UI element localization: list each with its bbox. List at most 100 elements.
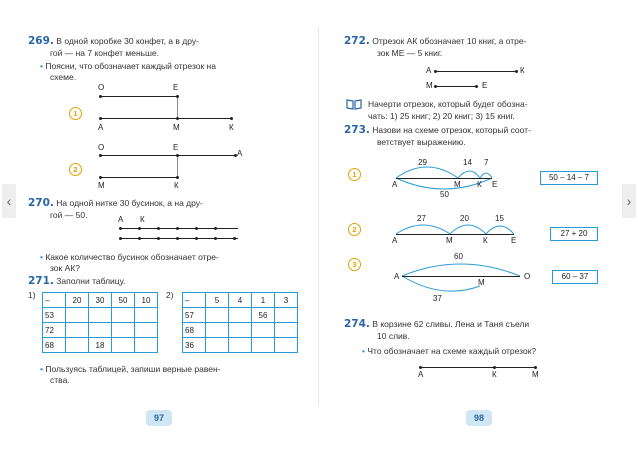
- table-1-label: 1): [28, 290, 36, 300]
- dot-m: [176, 117, 179, 120]
- point-k: К: [229, 123, 234, 132]
- table-cell[interactable]: [228, 337, 252, 353]
- dot-a: [234, 154, 237, 157]
- diagram-2-circle: 2: [69, 163, 82, 176]
- page-number-right: 98: [466, 410, 492, 426]
- table-cell[interactable]: 3: [274, 292, 298, 308]
- next-page-button[interactable]: ›: [622, 184, 636, 218]
- table-cell[interactable]: 1: [251, 292, 275, 308]
- point-m: М: [532, 370, 539, 379]
- bead: [176, 237, 179, 240]
- task-273-number: 273.: [344, 124, 370, 136]
- table-cell[interactable]: 10: [134, 292, 158, 308]
- task-273-text-1: Назови на схеме отрезок, который соот-: [372, 125, 531, 135]
- point-a: А: [392, 180, 398, 189]
- point-o: О: [98, 143, 105, 152]
- table-cell[interactable]: [134, 322, 158, 338]
- segment-oe: [100, 96, 178, 97]
- label-15: 15: [495, 214, 504, 223]
- table-cell[interactable]: [111, 322, 135, 338]
- task-272-text-2: зок МЕ — 5 книг.: [377, 48, 443, 58]
- bullet-icon: •: [40, 252, 43, 262]
- table-cell[interactable]: [251, 322, 275, 338]
- thread-1: [120, 228, 238, 229]
- dot-k: [515, 70, 518, 73]
- table-cell[interactable]: 68: [42, 337, 66, 353]
- point-m: М: [454, 180, 461, 189]
- table-cell[interactable]: [65, 337, 89, 353]
- dot-a: [419, 366, 422, 369]
- expression-box-3: 60 – 37: [552, 270, 598, 284]
- dot-k: [176, 176, 179, 179]
- point-e: Е: [492, 180, 498, 189]
- table-cell[interactable]: 4: [228, 292, 252, 308]
- table-cell[interactable]: –: [42, 292, 66, 308]
- table-row: 36: [182, 337, 298, 353]
- table-cell[interactable]: [228, 322, 252, 338]
- table-cell[interactable]: [274, 307, 298, 323]
- point-a: А: [392, 236, 398, 245]
- dot-o: [99, 95, 102, 98]
- table-cell[interactable]: 72: [42, 322, 66, 338]
- bead: [138, 237, 141, 240]
- dashed-link: [177, 156, 178, 177]
- point-e: Е: [173, 83, 179, 92]
- expression-box-1: 50 – 14 – 7: [540, 171, 598, 185]
- table-cell[interactable]: [111, 337, 135, 353]
- table-cell[interactable]: 5: [205, 292, 229, 308]
- point-k: К: [483, 236, 488, 245]
- table-cell[interactable]: 18: [88, 337, 112, 353]
- dashed-link: [177, 97, 178, 118]
- dot-e: [475, 85, 478, 88]
- table-cell[interactable]: 56: [251, 307, 275, 323]
- table-cell[interactable]: [88, 307, 112, 323]
- table-cell[interactable]: [134, 307, 158, 323]
- table-cell[interactable]: [274, 322, 298, 338]
- task-269-question-1: Поясни, что обозначает каждый отрезок на: [45, 61, 216, 71]
- table-cell[interactable]: –: [182, 292, 206, 308]
- table-cell[interactable]: [251, 337, 275, 353]
- point-m: М: [446, 236, 453, 245]
- task-274-question: Что обозначает на схеме каждый отрезок?: [367, 346, 537, 356]
- dot-k: [230, 117, 233, 120]
- label-50: 50: [440, 190, 449, 199]
- label-27: 27: [417, 214, 426, 223]
- table-cell[interactable]: [205, 337, 229, 353]
- table-cell[interactable]: 20: [65, 292, 89, 308]
- table-cell[interactable]: 30: [88, 292, 112, 308]
- table-cell[interactable]: 50: [111, 292, 135, 308]
- dot-a: [434, 70, 437, 73]
- diagram-1-circle: 1: [69, 107, 82, 120]
- task-270-text-2: гой — 50.: [50, 210, 88, 220]
- bullet-icon: •: [362, 346, 365, 356]
- point-a: А: [98, 123, 104, 132]
- task-271-line-1: 271. Заполни таблицу.: [28, 276, 125, 287]
- table-cell[interactable]: [274, 337, 298, 353]
- label-29: 29: [418, 158, 427, 167]
- dot-e: [176, 95, 179, 98]
- table-cell[interactable]: [65, 307, 89, 323]
- task-274-text-1: В корзине 62 сливы. Лена и Таня съели: [372, 319, 530, 329]
- table-cell[interactable]: 53: [42, 307, 66, 323]
- table-cell[interactable]: 68: [182, 322, 206, 338]
- bead: [233, 237, 236, 240]
- table-cell[interactable]: [228, 307, 252, 323]
- table-cell[interactable]: [205, 322, 229, 338]
- table-cell[interactable]: 57: [182, 307, 206, 323]
- table-row: 53: [42, 307, 158, 323]
- bead: [195, 227, 198, 230]
- table-cell[interactable]: 36: [182, 337, 206, 353]
- table-cell[interactable]: [65, 322, 89, 338]
- point-e: Е: [511, 236, 517, 245]
- prev-page-button[interactable]: ‹: [2, 184, 16, 218]
- task-274-bullet: • Что обозначает на схеме каждый отрезок…: [362, 346, 536, 356]
- table-cell[interactable]: [205, 307, 229, 323]
- point-e: Е: [173, 143, 179, 152]
- task-271-question-1: Пользуясь таблицей, запиши верные равен-: [45, 364, 221, 374]
- table-cell[interactable]: [134, 337, 158, 353]
- table-cell[interactable]: [111, 307, 135, 323]
- table-cell[interactable]: [88, 322, 112, 338]
